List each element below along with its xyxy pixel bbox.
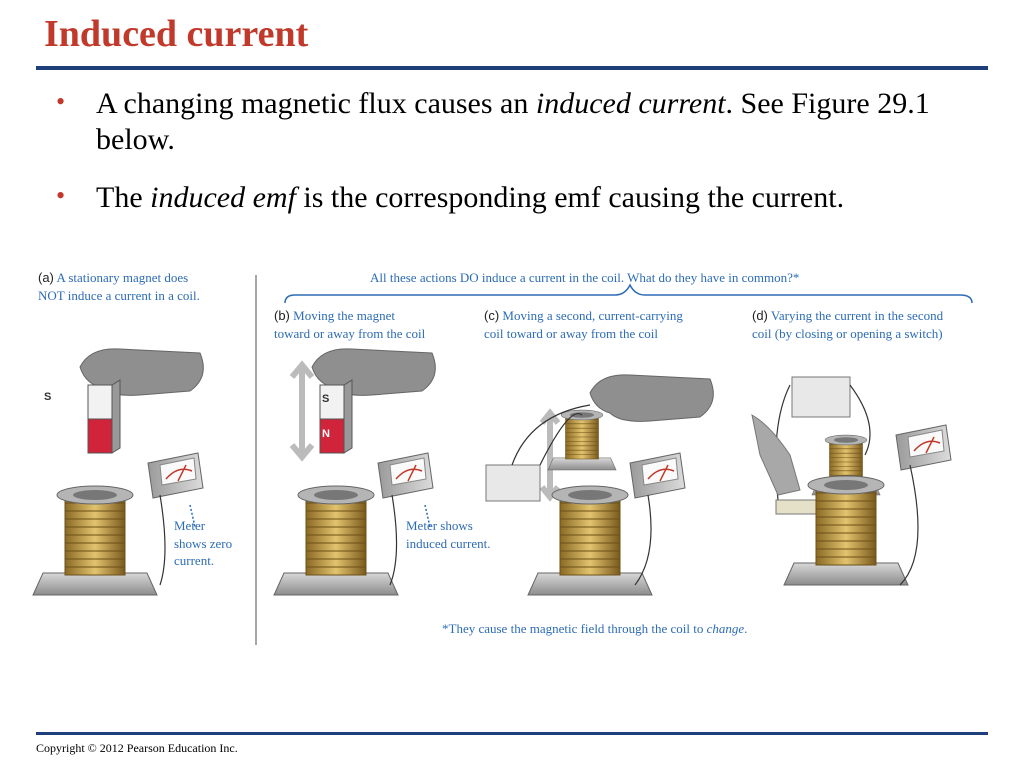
copyright-text: Copyright © 2012 Pearson Education Inc.: [36, 741, 238, 755]
title-divider: [36, 66, 988, 70]
bullet-list: • A changing magnetic flux causes an ind…: [48, 86, 998, 238]
bullet-text: The induced emf is the corresponding emf…: [96, 181, 845, 214]
panel-d-caption: (d) Varying the current in the second co…: [752, 308, 944, 341]
bullet-text: A changing magnetic flux causes an induc…: [96, 87, 930, 156]
bullet-dot-icon: •: [56, 181, 66, 210]
common-heading: All these actions DO induce a current in…: [370, 270, 800, 285]
figure-29-1: (a) A stationary magnet does NOT induce …: [30, 255, 1000, 655]
figure-footnote: *They cause the magnetic field through t…: [442, 621, 748, 636]
bullet-dot-icon: •: [56, 87, 66, 116]
panel-a-magnet-n: N: [66, 428, 74, 440]
panel-b-magnet-s: S: [322, 393, 330, 405]
panel-b-caption: (b) Moving the magnet toward or away fro…: [274, 308, 426, 341]
panel-a-magnet-s: S: [44, 391, 52, 403]
panel-a-meter-note: Meter shows zero current.: [174, 518, 233, 569]
panel-b-meter-note: Meter shows induced current.: [406, 518, 491, 551]
slide-title: Induced current: [44, 13, 309, 55]
panel-b-magnet-n: N: [322, 428, 330, 440]
panel-c-caption: (c) Moving a second, current-carrying co…: [484, 308, 683, 341]
bullet-item: • A changing magnetic flux causes an ind…: [48, 86, 998, 158]
panel-a-caption: (a) A stationary magnet does NOT induce …: [38, 270, 200, 303]
figure-illustration: [32, 275, 973, 645]
bullet-item: • The induced emf is the corresponding e…: [48, 180, 998, 216]
footer-divider: [36, 732, 988, 735]
